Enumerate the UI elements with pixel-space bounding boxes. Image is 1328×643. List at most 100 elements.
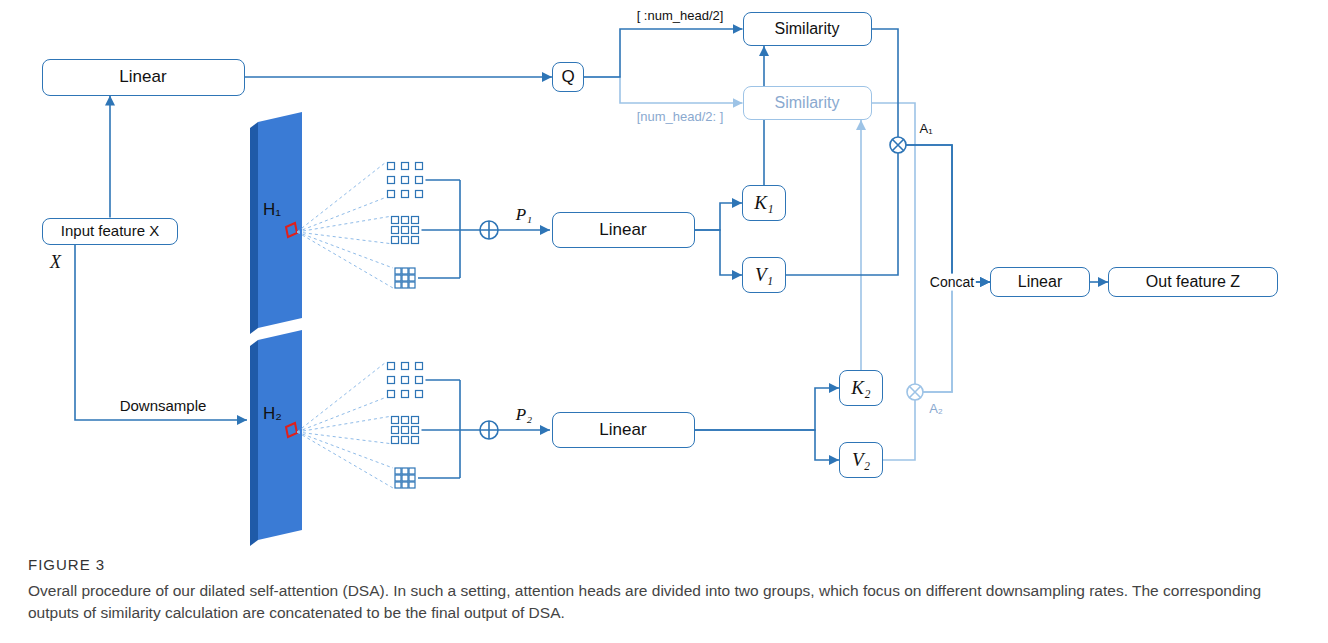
bus-line (418, 277, 460, 279)
grid-cell (388, 391, 395, 398)
feature-map (258, 112, 302, 328)
grid-cell (409, 482, 415, 488)
dilation-grids (297, 163, 460, 489)
arrow-connector (1090, 281, 1108, 283)
query-pixel (286, 423, 297, 437)
arrow-connector (695, 203, 743, 230)
box-text: K₂ (851, 377, 870, 400)
box-text: Q (561, 67, 574, 87)
arrow-connector (695, 388, 840, 430)
grid-cell (416, 191, 423, 198)
arrow-connector (786, 145, 990, 282)
grid-cell (412, 417, 419, 424)
bus-line (426, 379, 461, 381)
edge-label: [ :num_head/2] (635, 8, 726, 24)
process-box: Out feature Z (1108, 267, 1278, 297)
receptive-line (297, 232, 393, 268)
process-box: V₂ (839, 442, 883, 478)
feature-map-side (250, 122, 258, 334)
grid-cell (409, 468, 415, 474)
box-text: V₂ (852, 449, 870, 472)
query-pixel (286, 223, 297, 237)
bus-line (418, 477, 460, 479)
grid-cell (402, 217, 409, 224)
arrow-connector (695, 230, 743, 275)
process-box: Linear (42, 59, 245, 96)
receptive-line (297, 432, 390, 444)
grid-cell (416, 163, 423, 170)
grid-cell (402, 268, 408, 274)
bus-lines (460, 180, 550, 478)
process-box: K₂ (839, 370, 883, 406)
grid-cell (395, 268, 401, 274)
bus-line (422, 429, 461, 431)
receptive-line (297, 363, 386, 433)
diagram-label: A₁ (919, 121, 932, 137)
diagram-label: Downsample (120, 397, 207, 415)
arrow-connector (245, 76, 553, 78)
grid-cell (409, 475, 415, 481)
process-box: Linear (552, 412, 695, 448)
process-box: Q (552, 62, 584, 92)
grid-cell (388, 363, 395, 370)
receptive-line (297, 198, 386, 233)
receptive-line (297, 163, 386, 233)
grid-cell (409, 268, 415, 274)
grid-cell (388, 163, 395, 170)
bus-line (422, 229, 461, 231)
figure-title: FIGURE 3 (28, 556, 105, 573)
edge-label: [num_head/2: ] (635, 109, 726, 125)
arrow-connector (872, 29, 991, 282)
arrow-connector (109, 96, 111, 218)
box-text: Linear (599, 420, 646, 440)
grid-cell (409, 275, 415, 281)
process-box: Similarity (743, 86, 872, 120)
grid-cell (388, 377, 395, 384)
receptive-line (297, 232, 390, 244)
diagram-label: X (50, 252, 61, 274)
grid-cell (395, 275, 401, 281)
downsample-arrow (75, 244, 247, 420)
grid-cell (402, 468, 408, 474)
grid-cell (402, 363, 409, 370)
grid-cell (402, 237, 409, 244)
grid-cell (392, 237, 399, 244)
process-box: V₁ (742, 257, 786, 293)
grid-cell (402, 417, 409, 424)
sum-symbol (480, 221, 498, 439)
grid-cell (388, 177, 395, 184)
grid-cell (395, 475, 401, 481)
diagram-label: P₂ (516, 405, 532, 425)
grid-cell (416, 391, 423, 398)
grid-cell (395, 468, 401, 474)
grid-cell (402, 227, 409, 234)
box-text: Similarity (775, 93, 840, 112)
grid-cell (402, 191, 409, 198)
receptive-line (297, 432, 393, 468)
receptive-line (297, 432, 393, 488)
process-box: Linear (990, 267, 1090, 297)
box-text: Out feature Z (1146, 272, 1240, 291)
grid-cell (402, 437, 409, 444)
box-text: Linear (119, 67, 166, 87)
grid-cell (402, 177, 409, 184)
receptive-line (297, 417, 390, 433)
grid-cell (412, 227, 419, 234)
receptive-line (297, 398, 386, 433)
feature-map (258, 330, 302, 540)
grid-cell (395, 282, 401, 288)
grid-cell (402, 482, 408, 488)
box-text: Input feature X (61, 222, 159, 240)
grid-cell (392, 417, 399, 424)
diagram-label: Concat (928, 274, 976, 291)
bus-line (426, 179, 461, 181)
arrow-connector (883, 282, 990, 460)
process-box: Similarity (743, 12, 872, 46)
process-box: K₁ (742, 185, 786, 221)
grid-cell (416, 377, 423, 384)
grid-cell (388, 191, 395, 198)
diagram-label: H₁ (263, 200, 281, 220)
grid-cell (412, 217, 419, 224)
